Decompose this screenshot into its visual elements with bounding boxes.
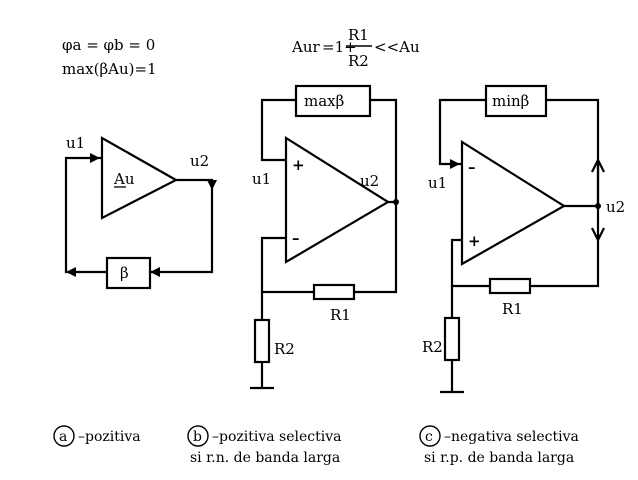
- gain-denominator: R2: [348, 52, 369, 70]
- caption-a-letter: a: [59, 429, 67, 445]
- minbeta-box: [484, 84, 548, 118]
- caption-c-line2: si r.p. de banda larga: [424, 450, 574, 466]
- maxbeta-label: maxβ: [304, 92, 344, 110]
- caption-b: b –pozitiva selectiva si r.n. de banda l…: [187, 425, 342, 466]
- caption-b-letter: b: [193, 429, 202, 445]
- caption-c-letter: c: [425, 429, 433, 445]
- input-label-a: u1: [66, 134, 85, 152]
- circuit-b-feedback-right: [370, 98, 398, 204]
- resistor-r2-b: [253, 318, 271, 364]
- gain-eq: =1+: [322, 38, 357, 56]
- arrow-left-icon: [66, 267, 76, 277]
- gain-lhs: Aur: [291, 38, 320, 56]
- circuit-b-minus-wire: [260, 236, 314, 294]
- caption-c-circle: [419, 425, 441, 447]
- caption-a-text: –pozitiva: [78, 429, 141, 445]
- arrow-down-icon: [207, 180, 217, 190]
- arrow-into-amp-icon: [90, 153, 100, 163]
- circuit-a-feedback-wire: [64, 156, 107, 274]
- circuit-b: + – maxβ u2 u1 R1 R2: [250, 84, 399, 390]
- caption-b-line1: –pozitiva selectiva: [212, 429, 342, 445]
- beta-label-a: β: [120, 264, 129, 282]
- circuit-b-feedback-left: [260, 98, 296, 162]
- phase-condition-formula: φa = φb = 0: [62, 36, 155, 54]
- input-label-b: u1: [252, 170, 271, 188]
- opamp-b-plus: +: [292, 156, 305, 174]
- gain-numerator: R1: [348, 26, 369, 44]
- opamp-c-plus: +: [468, 232, 481, 250]
- output-label-a: u2: [190, 152, 209, 170]
- circuit-c-feedback-right: [546, 98, 600, 206]
- opamp-c-minus: –: [468, 158, 476, 176]
- caption-b-circle: [187, 425, 209, 447]
- r1-label-c: R1: [502, 300, 523, 318]
- circuit-b-r1-return: [354, 202, 398, 294]
- gain-condition-formula: max(βAu)=1: [62, 60, 157, 78]
- amplifier-a-triangle: [100, 136, 179, 220]
- resistor-r1-c: [488, 277, 532, 295]
- caption-c: c –negativa selectiva si r.p. de banda l…: [419, 425, 579, 466]
- opamp-b-minus: –: [292, 229, 300, 247]
- circuit-c-r1-return: [530, 240, 600, 288]
- arrow-up-icon: [591, 157, 605, 173]
- closed-loop-gain-formula: Aur =1+ R1 R2 <<Au: [291, 26, 420, 70]
- resistor-r1-b: [312, 283, 356, 301]
- r1-label-b: R1: [330, 306, 351, 324]
- arrow-into-beta-icon: [150, 267, 160, 277]
- circuit-a-output-wire: [150, 178, 214, 274]
- caption-a: a –pozitiva: [53, 425, 141, 447]
- gain-rhs: <<Au: [374, 38, 420, 56]
- arrow-into-opamp-c-icon: [450, 159, 460, 169]
- circuit-a: Au β u1 u2: [64, 134, 217, 290]
- opamp-b-triangle: [284, 136, 391, 264]
- caption-a-circle: [53, 425, 75, 447]
- amplifier-a-label: Au: [113, 170, 135, 188]
- caption-c-line1: –negativa selectiva: [444, 429, 579, 445]
- output-label-c: u2: [606, 198, 625, 216]
- circuit-c: – + minβ u1 u2 R1 R2: [422, 84, 625, 394]
- resistor-r2-c: [443, 316, 461, 362]
- output-node-c: [595, 203, 601, 209]
- caption-b-line2: si r.n. de banda larga: [190, 450, 340, 466]
- maxbeta-box: [294, 84, 372, 118]
- output-label-b: u2: [360, 172, 379, 190]
- opamp-c-triangle: [460, 140, 567, 266]
- r2-label-c: R2: [422, 338, 443, 356]
- minbeta-label: minβ: [492, 92, 529, 110]
- circuit-c-plus-wire: [450, 238, 490, 288]
- input-label-c: u1: [428, 174, 447, 192]
- r2-label-b: R2: [274, 340, 295, 358]
